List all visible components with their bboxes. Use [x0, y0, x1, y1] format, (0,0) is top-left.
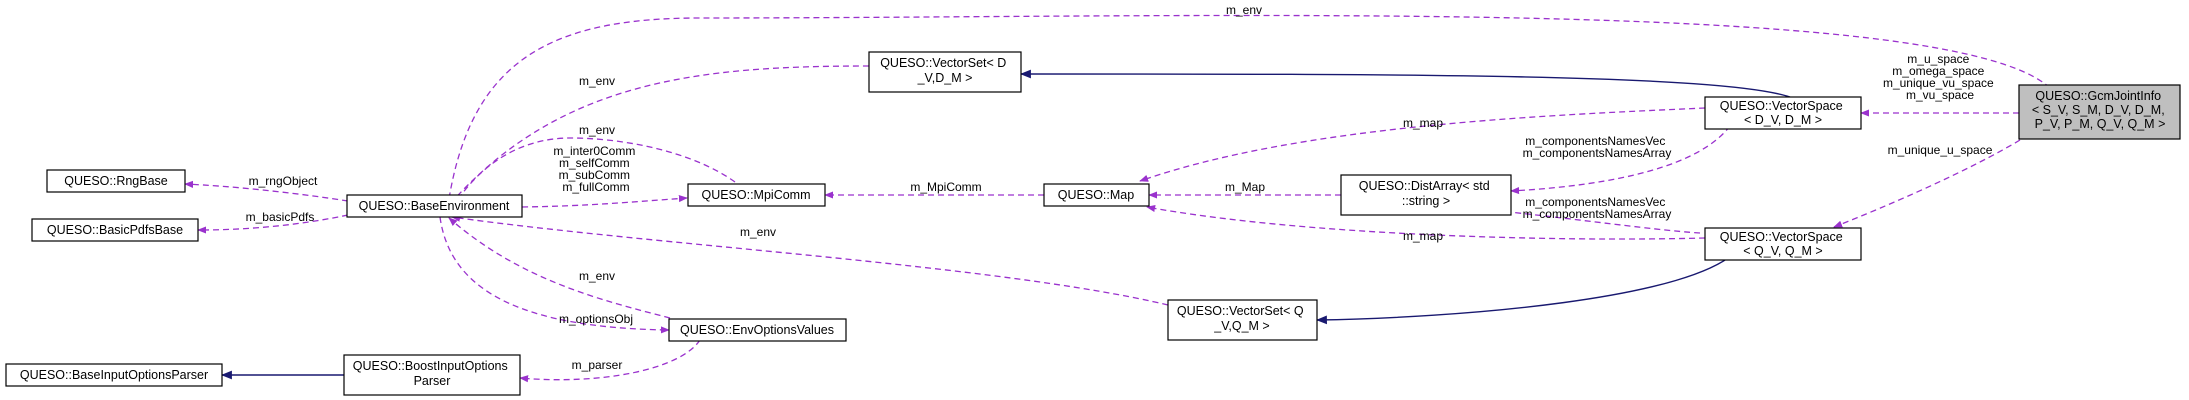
- label-gcm-vsd: m_u_space m_omega_space m_unique_vu_spac…: [1883, 52, 1997, 102]
- label-opts-env: m_env: [579, 269, 615, 283]
- node-map[interactable]: QUESO::Map: [1043, 183, 1150, 207]
- label-env-mpi: m_inter0Comm m_selfComm m_subComm m_full…: [553, 144, 638, 194]
- label-env-rng: m_rngObject: [249, 174, 318, 188]
- svg-text:QUESO::BaseEnvironment: QUESO::BaseEnvironment: [359, 199, 510, 213]
- label-env-opts: m_optionsObj: [559, 312, 633, 326]
- node-base-input-options-parser[interactable]: QUESO::BaseInputOptionsParser: [5, 363, 223, 387]
- svg-text:QUESO::RngBase: QUESO::RngBase: [64, 174, 168, 188]
- svg-text:QUESO::BaseInputOptionsParser: QUESO::BaseInputOptionsParser: [20, 368, 208, 382]
- edge-opts-env: [448, 217, 671, 319]
- svg-text:QUESO::Map: QUESO::Map: [1058, 188, 1134, 202]
- label-env-pdfs: m_basicPdfs: [246, 210, 315, 224]
- node-basic-pdfs-base[interactable]: QUESO::BasicPdfsBase: [31, 218, 199, 242]
- label-dist-map: m_Map: [1225, 180, 1265, 194]
- svg-text:QUESO::BoostInputOptions: QUESO::BoostInputOptions Parser: [353, 359, 511, 388]
- node-base-environment[interactable]: QUESO::BaseEnvironment: [346, 194, 523, 218]
- label-gcm-env: m_env: [1226, 3, 1262, 17]
- node-gcm-joint-info[interactable]: QUESO::GcmJointInfo < S_V, S_M, D_V, D_M…: [2018, 84, 2181, 140]
- edge-vsq-vsetq: [1315, 246, 1741, 325]
- edge-vsd-vsetd: [1019, 69, 1791, 98]
- label-vsetq-env: m_env: [740, 225, 776, 239]
- edge-vsd-map: [1139, 107, 1706, 182]
- node-dist-array[interactable]: QUESO::DistArray< std ::string >: [1340, 174, 1512, 216]
- node-mpi-comm[interactable]: QUESO::MpiComm: [687, 183, 826, 207]
- svg-text:QUESO::BasicPdfsBase: QUESO::BasicPdfsBase: [47, 223, 183, 237]
- edge-env-mpi: [521, 194, 688, 208]
- label-mpi-env: m_env: [579, 123, 615, 137]
- edge-vsetd-env: [449, 65, 870, 205]
- svg-text:QUESO::VectorSet< D _V,D: QUESO::VectorSet< D _V,D_M >: [880, 56, 1010, 85]
- node-vector-space-d[interactable]: QUESO::VectorSpace < D_V, D_M >: [1704, 96, 1862, 130]
- edge-vsd-dist: [1510, 125, 1731, 195]
- label-map-mpi: m_MpiComm: [910, 180, 981, 194]
- svg-text:QUESO::VectorSpace < D_V: QUESO::VectorSpace < D_V, D_M >: [1720, 99, 1846, 127]
- edge-env-pdfs: [197, 214, 349, 234]
- label-opts-parser: m_parser: [572, 358, 623, 372]
- edge-env-opts: [439, 216, 670, 334]
- svg-text:QUESO::MpiComm: QUESO::MpiComm: [701, 188, 810, 202]
- edge-env-rng: [184, 180, 349, 202]
- label-vsetd-env: m_env: [579, 74, 615, 88]
- edge-mpi-env: [454, 137, 736, 205]
- svg-text:QUESO::EnvOptionsValues: QUESO::EnvOptionsValues: [680, 323, 834, 337]
- edges: [184, 14, 2051, 383]
- svg-text:QUESO::VectorSpace < Q_V: QUESO::VectorSpace < Q_V, Q_M >: [1720, 230, 1846, 258]
- node-vector-set-q[interactable]: QUESO::VectorSet< Q _V,Q_M >: [1167, 299, 1318, 341]
- label-gcm-vsq: m_unique_u_space: [1888, 143, 1993, 157]
- label-vsq-map: m_map: [1403, 229, 1443, 243]
- edge-labels: m_env m_u_space m_omega_space m_unique_v…: [246, 3, 1997, 372]
- edge-opts-parser: [519, 339, 701, 383]
- node-rng-base[interactable]: QUESO::RngBase: [46, 169, 186, 193]
- svg-text:QUESO::DistArray< std ::: QUESO::DistArray< std ::string >: [1359, 179, 1493, 208]
- edge-gcm-env: [445, 14, 2051, 206]
- node-env-options-values[interactable]: QUESO::EnvOptionsValues: [668, 318, 847, 342]
- node-vector-space-q[interactable]: QUESO::VectorSpace < Q_V, Q_M >: [1704, 227, 1862, 261]
- edge-vsq-dist: [1457, 204, 1701, 234]
- edge-vsetq-env: [451, 214, 1169, 306]
- label-vsd-map: m_map: [1403, 116, 1443, 130]
- svg-text:QUESO::VectorSet< Q _V,Q: QUESO::VectorSet< Q _V,Q_M >: [1177, 304, 1307, 333]
- node-vector-set-d[interactable]: QUESO::VectorSet< D _V,D_M >: [868, 51, 1022, 93]
- node-boost-input-options-parser[interactable]: QUESO::BoostInputOptions Parser: [343, 354, 521, 396]
- label-vsd-dist: m_componentsNamesVec m_componentsNamesAr…: [1523, 134, 1672, 160]
- svg-text:QUESO::GcmJointInfo < S_: QUESO::GcmJointInfo < S_V, S_M, D_V, D_M…: [2032, 89, 2168, 131]
- edge-gcm-vsq: [1833, 139, 2021, 228]
- label-vsq-dist: m_componentsNamesVec m_componentsNamesAr…: [1523, 195, 1672, 221]
